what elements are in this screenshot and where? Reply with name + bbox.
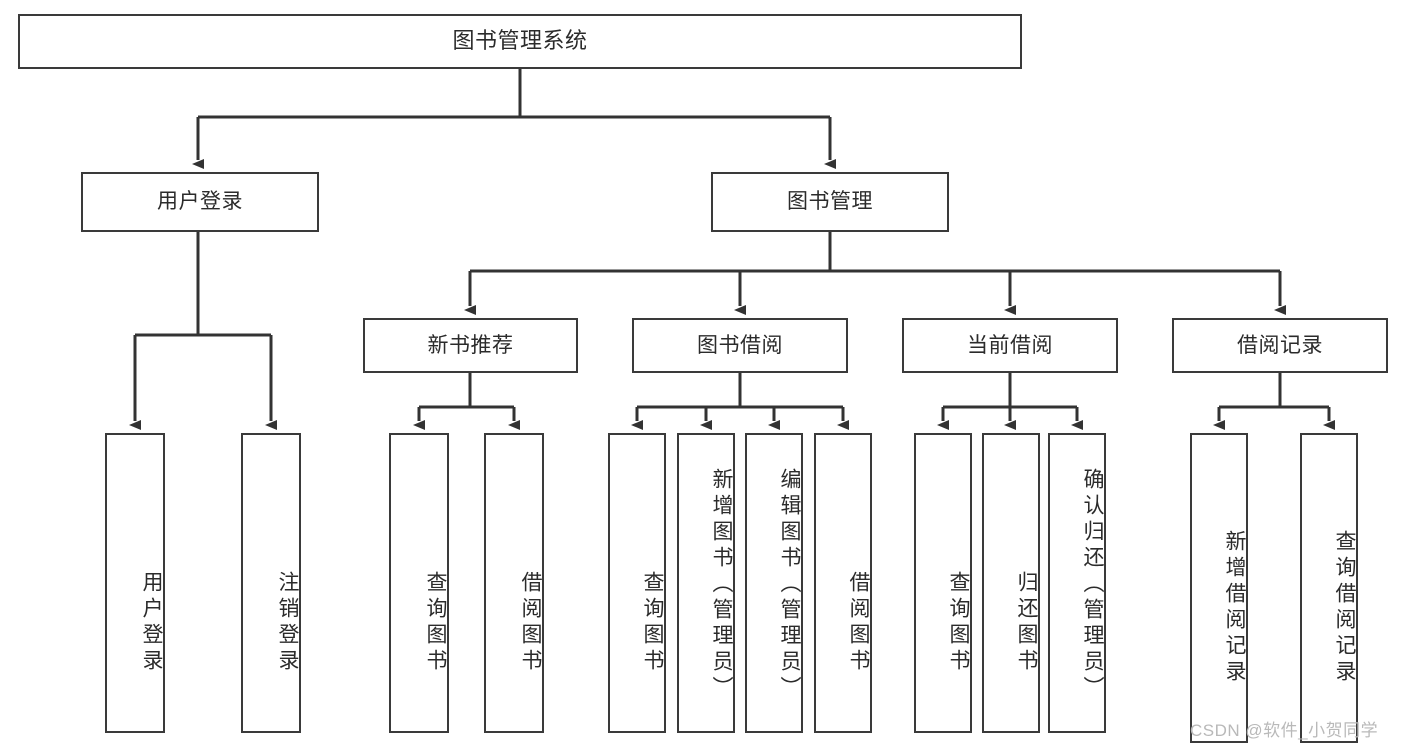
node-leaf-edit-book-admin-label: 编辑图书（管理员） (778, 468, 801, 702)
node-leaf-logout-login-label: 注销登录 (276, 571, 299, 675)
node-borrow-record[interactable]: 借阅记录 (1172, 318, 1388, 373)
node-book-borrow[interactable]: 图书借阅 (632, 318, 848, 373)
node-leaf-borrow-book-2-label: 借阅图书 (847, 571, 870, 675)
node-leaf-edit-book-admin[interactable]: 编辑图书（管理员） (745, 433, 803, 733)
node-book-management-label: 图书管理 (787, 190, 873, 214)
node-root[interactable]: 图书管理系统 (18, 14, 1022, 69)
node-leaf-add-book-admin[interactable]: 新增图书（管理员） (677, 433, 735, 733)
node-leaf-borrow-book-1-label: 借阅图书 (519, 571, 542, 675)
node-leaf-return-book[interactable]: 归还图书 (982, 433, 1040, 733)
node-leaf-borrow-book-2[interactable]: 借阅图书 (814, 433, 872, 733)
node-leaf-query-borrow-record-label: 查询借阅记录 (1333, 530, 1356, 686)
node-book-management[interactable]: 图书管理 (711, 172, 949, 232)
node-user-login[interactable]: 用户登录 (81, 172, 319, 232)
node-leaf-return-book-label: 归还图书 (1015, 571, 1038, 675)
node-leaf-add-borrow-record-label: 新增借阅记录 (1223, 530, 1246, 686)
node-leaf-logout-login[interactable]: 注销登录 (241, 433, 301, 733)
node-current-borrow-label: 当前借阅 (967, 333, 1053, 357)
node-leaf-query-book-1[interactable]: 查询图书 (389, 433, 449, 733)
node-leaf-query-book-3-label: 查询图书 (947, 571, 970, 675)
node-root-label: 图书管理系统 (452, 28, 588, 54)
node-leaf-add-book-admin-label: 新增图书（管理员） (710, 468, 733, 702)
node-leaf-confirm-return-admin[interactable]: 确认归还（管理员） (1048, 433, 1106, 733)
node-leaf-query-book-1-label: 查询图书 (424, 571, 447, 675)
node-leaf-query-book-2-label: 查询图书 (641, 571, 664, 675)
node-current-borrow[interactable]: 当前借阅 (902, 318, 1118, 373)
node-leaf-add-borrow-record[interactable]: 新增借阅记录 (1190, 433, 1248, 743)
node-book-borrow-label: 图书借阅 (697, 333, 783, 357)
node-leaf-query-borrow-record[interactable]: 查询借阅记录 (1300, 433, 1358, 743)
csdn-watermark: CSDN @软件_小贺同学 (1190, 721, 1379, 740)
node-borrow-record-label: 借阅记录 (1237, 333, 1323, 357)
node-new-book-recommend-label: 新书推荐 (427, 333, 514, 357)
node-leaf-borrow-book-1[interactable]: 借阅图书 (484, 433, 544, 733)
node-leaf-user-login-label: 用户登录 (140, 571, 163, 675)
node-new-book-recommend[interactable]: 新书推荐 (363, 318, 578, 373)
node-user-login-label: 用户登录 (157, 190, 243, 214)
node-leaf-user-login[interactable]: 用户登录 (105, 433, 165, 733)
node-leaf-query-book-3[interactable]: 查询图书 (914, 433, 972, 733)
node-leaf-confirm-return-admin-label: 确认归还（管理员） (1081, 468, 1104, 702)
node-leaf-query-book-2[interactable]: 查询图书 (608, 433, 666, 733)
